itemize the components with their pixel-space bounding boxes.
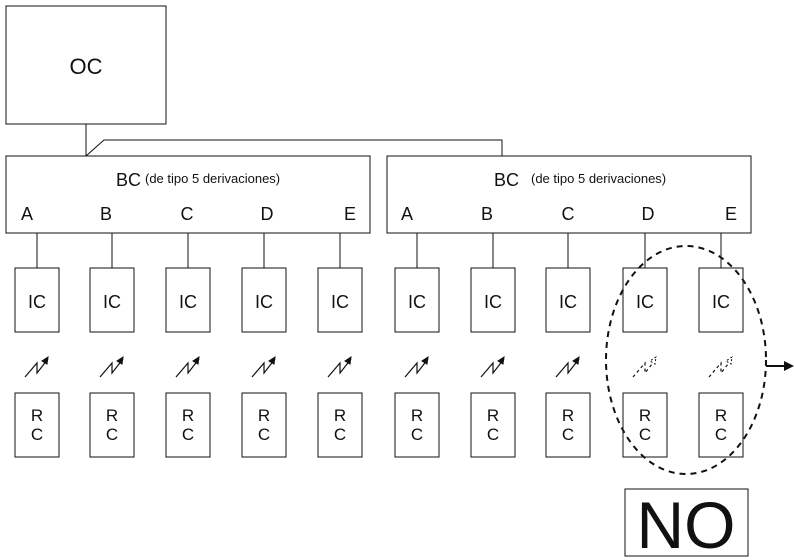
wireless-link-icon xyxy=(404,358,429,378)
rc-label-line2: C xyxy=(562,425,574,444)
ic-box xyxy=(394,267,440,333)
ic-box xyxy=(89,267,135,333)
rc-label-line1: R xyxy=(715,406,727,425)
bc-box-2 xyxy=(386,155,752,234)
verdict-box xyxy=(624,488,749,557)
rc-label-line2: C xyxy=(715,425,727,444)
bc-box-1 xyxy=(5,155,371,234)
rc-label-line1: R xyxy=(487,406,499,425)
bc-port-e-1: E xyxy=(344,204,356,224)
wireless-arrowhead-icon xyxy=(572,355,580,365)
bc-port-c-1: C xyxy=(181,204,194,224)
invalid-zone-ellipse xyxy=(605,245,767,475)
ic-label: IC xyxy=(331,292,349,312)
bc-port-e-2: E xyxy=(725,204,737,224)
wireless-link-icon xyxy=(480,358,505,378)
bc-port-c-2: C xyxy=(562,204,575,224)
ic-box xyxy=(698,267,744,333)
ic-label: IC xyxy=(484,292,502,312)
rc-box xyxy=(622,392,668,458)
rc-label-line2: C xyxy=(411,425,423,444)
ic-label: IC xyxy=(712,292,730,312)
rc-label-line1: R xyxy=(562,406,574,425)
rc-label-line1: R xyxy=(182,406,194,425)
wireless-link-icon xyxy=(555,358,580,378)
rc-box xyxy=(241,392,287,458)
ic-box xyxy=(165,267,211,333)
rc-label-line2: C xyxy=(334,425,346,444)
wireless-arrowhead-icon xyxy=(725,355,733,365)
wireless-arrowhead-icon xyxy=(649,355,657,365)
ic-label: IC xyxy=(179,292,197,312)
bc2-link-line xyxy=(85,139,503,157)
bc-port-d-1: D xyxy=(261,204,274,224)
rc-label-line2: C xyxy=(31,425,43,444)
rc-label-line2: C xyxy=(182,425,194,444)
rc-box xyxy=(698,392,744,458)
wireless-link-icon xyxy=(24,358,49,378)
bc-subtitle-2: (de tipo 5 derivaciones) xyxy=(531,171,666,186)
bc-title-2: BC xyxy=(494,170,519,190)
ic-box xyxy=(545,267,591,333)
bc-port-b-1: B xyxy=(100,204,112,224)
rc-label-line2: C xyxy=(258,425,270,444)
wireless-arrowhead-icon xyxy=(497,355,505,365)
wireless-arrowhead-icon xyxy=(268,355,276,365)
ic-box xyxy=(14,267,60,333)
oc-label: OC xyxy=(70,54,103,79)
rc-label-line1: R xyxy=(106,406,118,425)
ic-box xyxy=(470,267,516,333)
wireless-arrowhead-icon xyxy=(344,355,352,365)
rc-label-line1: R xyxy=(334,406,346,425)
ic-box xyxy=(317,267,363,333)
wireless-link-icon xyxy=(99,358,124,378)
ic-label: IC xyxy=(28,292,46,312)
wireless-arrowhead-icon xyxy=(421,355,429,365)
ic-box xyxy=(622,267,668,333)
ic-label: IC xyxy=(255,292,273,312)
ic-label: IC xyxy=(559,292,577,312)
bc-port-d-2: D xyxy=(642,204,655,224)
rc-label-line1: R xyxy=(258,406,270,425)
wireless-link-dashed-icon xyxy=(708,358,733,378)
rc-box xyxy=(89,392,135,458)
ic-label: IC xyxy=(636,292,654,312)
wireless-arrowhead-icon xyxy=(41,355,49,365)
rc-label-line2: C xyxy=(106,425,118,444)
ic-label: IC xyxy=(103,292,121,312)
bc-port-b-2: B xyxy=(481,204,493,224)
wireless-arrowhead-icon xyxy=(116,355,124,365)
rc-box xyxy=(165,392,211,458)
bc-title-1: BC xyxy=(116,170,141,190)
wireless-link-icon xyxy=(175,358,200,378)
rc-box xyxy=(14,392,60,458)
rc-box xyxy=(545,392,591,458)
bc-subtitle-1: (de tipo 5 derivaciones) xyxy=(145,171,280,186)
verdict-label: NO xyxy=(637,488,736,560)
wireless-link-icon xyxy=(327,358,352,378)
bc-port-a-2: A xyxy=(401,204,413,224)
ic-label: IC xyxy=(408,292,426,312)
bc-port-a-1: A xyxy=(21,204,33,224)
rc-label-line2: C xyxy=(487,425,499,444)
rc-label-line1: R xyxy=(31,406,43,425)
ic-box xyxy=(241,267,287,333)
wireless-arrowhead-icon xyxy=(192,355,200,365)
wireless-link-icon xyxy=(251,358,276,378)
rc-label-line1: R xyxy=(639,406,651,425)
rc-box xyxy=(317,392,363,458)
oc-box xyxy=(5,5,167,125)
rc-label-line2: C xyxy=(639,425,651,444)
rc-box xyxy=(470,392,516,458)
rc-box xyxy=(394,392,440,458)
rc-label-line1: R xyxy=(411,406,423,425)
wireless-link-dashed-icon xyxy=(632,358,657,378)
